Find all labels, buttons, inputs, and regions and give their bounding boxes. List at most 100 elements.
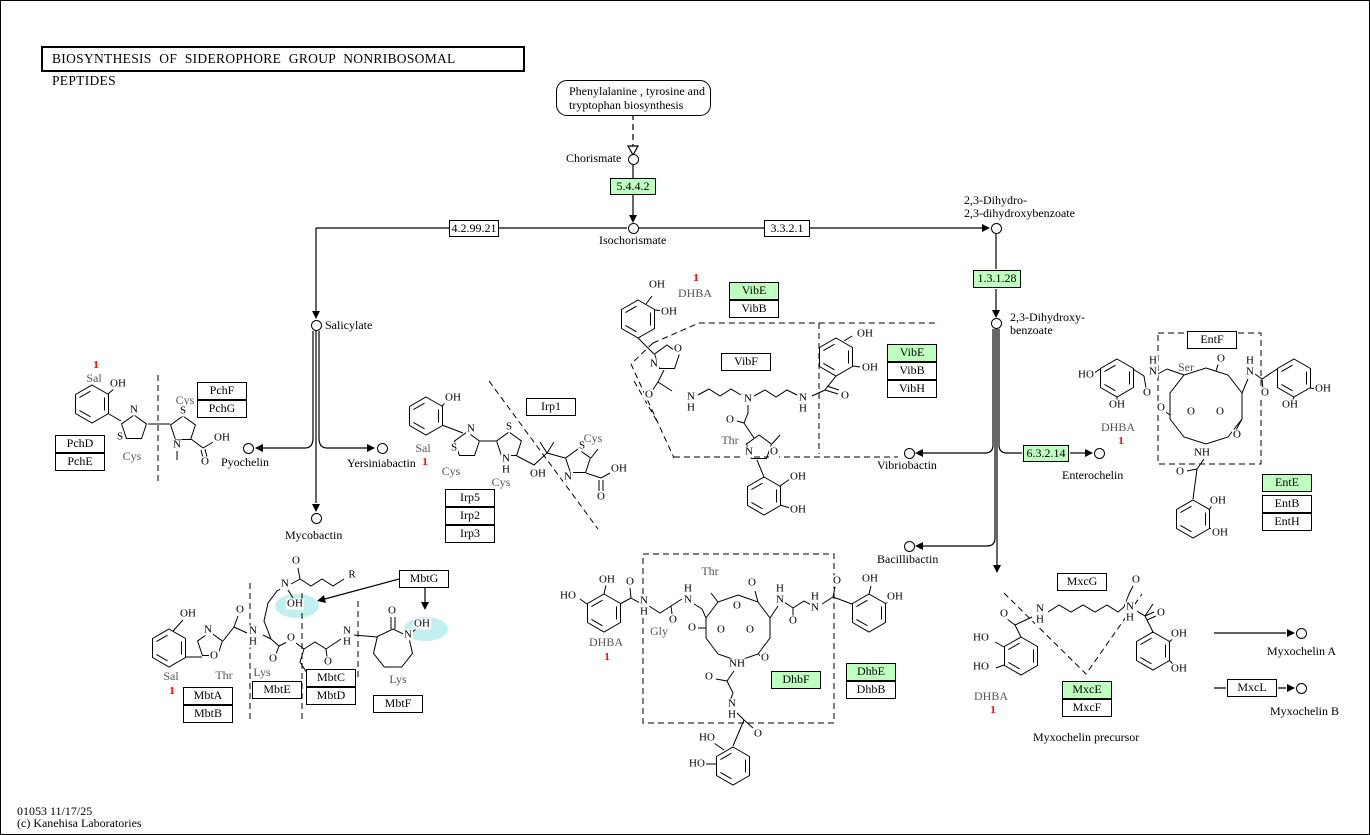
atom-label-o: O — [1232, 428, 1242, 441]
atom-label-n: N — [342, 624, 352, 637]
enzyme-box-irp2[interactable]: Irp2 — [445, 507, 495, 525]
enzyme-box-dhbe[interactable]: DhbE — [846, 663, 896, 681]
enzyme-box-dhbf[interactable]: DhbF — [771, 671, 821, 689]
atom-label-oh: OH — [529, 467, 547, 480]
pathway-lines — [263, 114, 1286, 689]
enzyme-box-mbtg[interactable]: MbtG — [399, 570, 449, 588]
linked-pathway-line2: tryptophan biosynthesis — [569, 98, 684, 112]
compound-label-bacillibactin: Bacillibactin — [877, 552, 939, 566]
enzyme-box-mbtb[interactable]: MbtB — [183, 705, 233, 723]
enzyme-box-vibb[interactable]: VibB — [729, 300, 779, 318]
atom-label-h: H — [810, 590, 820, 603]
atom-label-n: N — [1148, 365, 1158, 378]
compound-node-yersiniabactin[interactable] — [376, 442, 388, 454]
atom-label-o: O — [673, 342, 683, 355]
atom-label-oh: OH — [213, 431, 231, 444]
enzyme-box-mbtc[interactable]: MbtC — [306, 669, 356, 687]
compound-node-myxochelin-b[interactable] — [1295, 682, 1307, 694]
enzyme-box-pchf[interactable]: PchF — [197, 382, 247, 400]
compound-node-myxochelin-a[interactable] — [1295, 627, 1307, 639]
compound-node-dihydroxybenzoate[interactable] — [990, 317, 1002, 329]
compound-node-enterochelin[interactable] — [1093, 447, 1105, 459]
atom-label-o: O — [286, 631, 296, 644]
atom-label-oh: OH — [1170, 627, 1188, 640]
atom-label-n: N — [1125, 600, 1135, 613]
compound-node-vibriobactin[interactable] — [903, 447, 915, 459]
atom-label-o: O — [1260, 386, 1270, 399]
atom-label-n: N — [798, 391, 808, 404]
residue-label-dhba: DHBA — [973, 689, 1009, 703]
enzyme-box-pche[interactable]: PchE — [55, 453, 105, 471]
enzyme-box-3.3.2.1[interactable]: 3.3.2.1 — [764, 220, 810, 237]
enzyme-box-pchg[interactable]: PchG — [197, 400, 247, 418]
atom-label-n: N — [280, 577, 290, 590]
enzyme-box-vibh[interactable]: VibH — [887, 380, 937, 398]
enzyme-box-mbte[interactable]: MbtE — [252, 681, 302, 699]
enzyme-box-irp1[interactable]: Irp1 — [526, 398, 576, 416]
compound-node-dihydro-dihydroxybenzoate[interactable] — [990, 222, 1002, 234]
atom-label-o: O — [668, 613, 678, 626]
enzyme-box-mbta[interactable]: MbtA — [183, 687, 233, 705]
atom-label-oh: OH — [886, 590, 904, 603]
atom-label-n: N — [203, 623, 213, 636]
atom-label-s: S — [577, 439, 587, 452]
enzyme-box-vibb[interactable]: VibB — [887, 362, 937, 380]
residue-label-gly: Gly — [650, 624, 668, 638]
atom-label-h: H — [639, 605, 649, 618]
atom-label-h: H — [248, 635, 258, 648]
enzyme-box-irp3[interactable]: Irp3 — [445, 525, 495, 543]
enzyme-box-5.4.4.2[interactable]: 5.4.4.2 — [610, 178, 656, 195]
compound-node-pyochelin[interactable] — [242, 442, 254, 454]
atom-label-h: H — [686, 401, 696, 414]
compound-label-pyochelin: Pyochelin — [221, 455, 269, 469]
enzyme-box-1.3.1.28[interactable]: 1.3.1.28 — [973, 270, 1021, 288]
enzyme-box-vibf[interactable]: VibF — [721, 353, 771, 371]
enzyme-box-ente[interactable]: EntE — [1262, 474, 1312, 492]
enzyme-box-mbtd[interactable]: MbtD — [306, 687, 356, 705]
enzyme-box-enth[interactable]: EntH — [1262, 513, 1312, 531]
atom-label-n: N — [1245, 365, 1255, 378]
atom-label-oh: OH — [1108, 398, 1126, 411]
compound-node-isochorismate[interactable] — [627, 222, 639, 234]
atom-label-n: N — [775, 593, 785, 606]
atom-label-n: N — [501, 452, 511, 465]
atom-label-nh: NH — [1193, 446, 1211, 459]
atom-label-ho: HO — [559, 589, 577, 602]
enzyme-box-mxce[interactable]: MxcE — [1062, 681, 1112, 699]
atom-label-h: H — [1245, 354, 1255, 367]
enzyme-box-mxcg[interactable]: MxcG — [1057, 573, 1107, 591]
enzyme-box-entb[interactable]: EntB — [1262, 495, 1312, 513]
compound-node-bacillibactin[interactable] — [903, 540, 915, 552]
compound-node-chorismate[interactable] — [627, 153, 639, 165]
enzyme-box-entf[interactable]: EntF — [1187, 331, 1237, 349]
atom-label-o: O — [745, 623, 755, 636]
atom-label-n: N — [683, 593, 693, 606]
enzyme-box-mxcf[interactable]: MxcF — [1062, 699, 1112, 717]
atom-label-o: O — [625, 575, 635, 588]
enzyme-box-dhbb[interactable]: DhbB — [846, 681, 896, 699]
enzyme-box-mxcl[interactable]: MxcL — [1227, 679, 1277, 697]
atom-label-o: O — [704, 670, 714, 683]
atom-label-s: S — [449, 441, 459, 454]
enzyme-box-vibe[interactable]: VibE — [729, 282, 779, 300]
enzyme-box-pchd[interactable]: PchD — [55, 435, 105, 453]
atom-label-n: N — [1035, 602, 1045, 615]
atom-label-oh: OH — [1314, 382, 1332, 395]
compound-node-mycobactin[interactable] — [310, 512, 322, 524]
linked-pathway-box[interactable]: Phenylalanine , tyrosine and tryptophan … — [556, 80, 711, 116]
enzyme-box-irp5[interactable]: Irp5 — [445, 489, 495, 507]
enzyme-box-4.2.99.21[interactable]: 4.2.99.21 — [449, 220, 499, 237]
enzyme-box-vibe[interactable]: VibE — [887, 344, 937, 362]
compound-node-salicylate[interactable] — [310, 319, 322, 331]
compound-label-enterochelin: Enterochelin — [1062, 468, 1124, 482]
chemical-structures — [75, 295, 1317, 786]
enzyme-box-mbtf[interactable]: MbtF — [373, 695, 423, 713]
atom-label-r: R — [347, 568, 357, 581]
enzyme-box-6.3.2.14[interactable]: 6.3.2.14 — [1023, 445, 1069, 462]
atom-label-n: N — [403, 628, 413, 641]
atom-label-o: O — [1186, 405, 1196, 418]
atom-label-oh: OH — [109, 377, 127, 390]
residue-label-cys: Cys — [175, 393, 195, 407]
atom-label-oh: OH — [1209, 494, 1227, 507]
linked-pathway-line1: Phenylalanine , tyrosine and — [569, 84, 705, 98]
